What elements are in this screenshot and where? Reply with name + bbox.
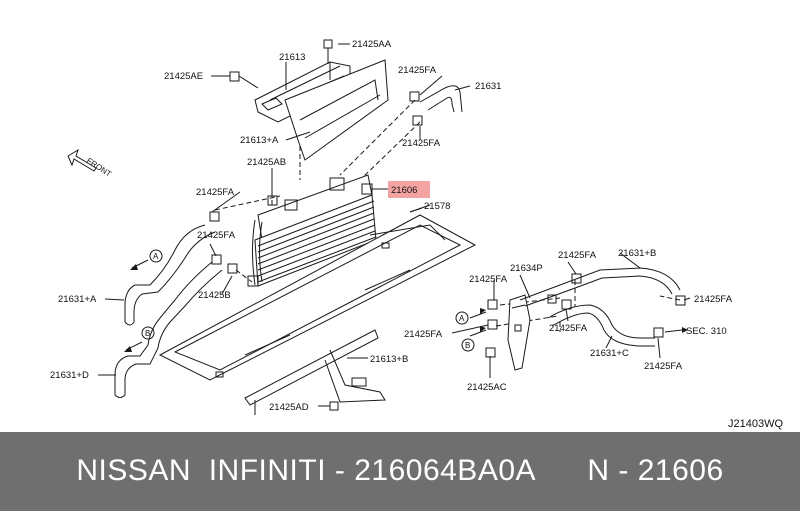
label-21613-a: 21613+A [240,135,279,146]
circle-label-a: A [153,252,159,261]
label-21425fa: 21425FA [558,250,597,261]
label-21425ab: 21425AB [247,157,286,168]
circle-label-b: B [465,341,470,350]
label-21606: 21606 [391,185,417,196]
label-21631: 21631 [475,81,501,92]
label-21578: 21578 [424,201,450,212]
label-21425fa: 21425FA [404,329,443,340]
part-number-caption: NISSAN INFINITI - 216064BA0A N - 21606 [76,454,724,487]
hose-21631-b [519,267,681,307]
label-21613: 21613 [279,52,305,63]
bracket-21613-b [244,329,386,406]
label-21631-d: 21631+D [50,370,89,381]
bolt-21425ae [229,71,259,89]
label-21425fa: 21425FA [197,230,236,241]
oil-cooler-21606 [247,174,377,287]
circle-label-a: A [459,314,465,323]
label-21425ad: 21425AD [269,402,309,413]
label-21425ae: 21425AE [164,71,203,82]
label-21613-b: 21613+B [370,354,408,365]
bolt-21425ad [254,400,339,415]
label-21425fa: 21425FA [469,274,508,285]
label-21425b: 21425B [198,290,231,301]
label-21425fa: 21425FA [196,187,235,198]
label-21425fa: 21425FA [398,65,437,76]
label-21631-b: 21631+B [618,248,656,259]
hose-21631-a [124,224,216,326]
hose-21631-d [114,261,223,398]
label-21425fa: 21425FA [694,294,733,305]
parts-diagram: 21425AA 21613 21425AE 21425FA 21631 2161… [50,39,783,430]
circle-markers [141,249,475,352]
hose-21631 [409,85,463,126]
label-21425aa: 21425AA [352,39,392,50]
footer-bar: NISSAN INFINITI - 216064BA0A N - 21606 [0,432,800,511]
hose-21631-c [547,304,655,347]
front-label: FRONT [85,156,113,179]
label-21631-c: 21631+C [590,348,629,359]
label-21425fa: 21425FA [644,361,683,372]
label-leaders [98,43,691,378]
clamps-left [209,195,278,274]
label-21631-a: 21631+A [58,294,97,305]
circle-label-b: B [145,329,150,338]
label-21634p: 21634P [510,263,543,274]
bracket-21613-a [284,59,389,161]
front-arrow [67,148,97,172]
label-sec-310: SEC. 310 [686,326,727,337]
label-21425fa: 21425FA [549,323,588,334]
label-21425ac: 21425AC [467,382,507,393]
bracket-21634p [507,294,531,371]
highlight-21606 [388,181,430,198]
guide-plate-21578 [158,204,477,381]
label-21425fa: 21425FA [402,138,441,149]
diagram-code: J21403WQ [728,418,783,430]
